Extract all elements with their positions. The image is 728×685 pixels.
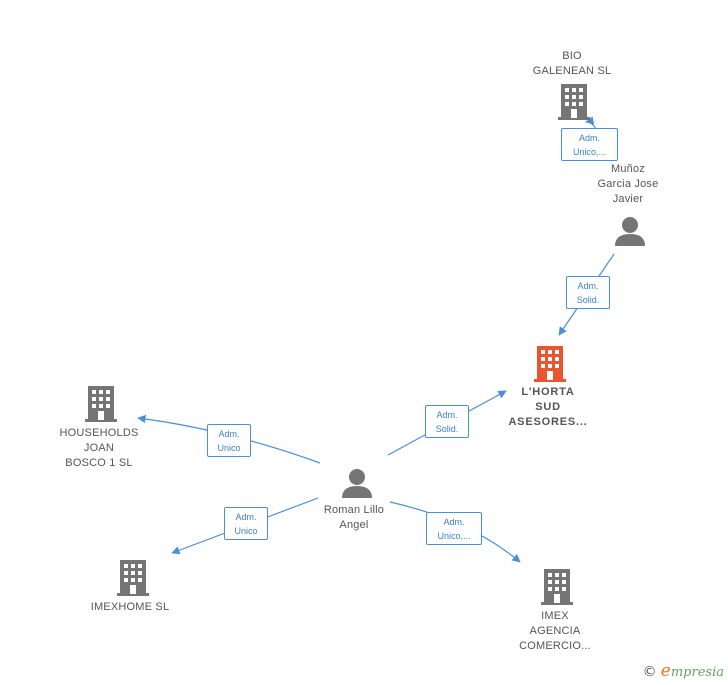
brand-initial: e xyxy=(660,661,671,681)
edge-label-roman-households[interactable]: Adm. Unico xyxy=(207,424,251,457)
edge-label-munoz-bio[interactable]: Adm. Unico,... xyxy=(561,128,618,161)
building-icon[interactable] xyxy=(117,560,149,596)
node-label-roman[interactable]: Roman Lillo Angel xyxy=(323,504,385,531)
brand-name: mpresia xyxy=(670,665,724,680)
edge-label-munoz-lhorta[interactable]: Adm. Solid. xyxy=(566,276,610,309)
edge-label-roman-imex-agencia[interactable]: Adm. Unico,... xyxy=(426,512,482,545)
brand-logo: © empresia xyxy=(643,661,724,681)
edge-label-roman-lhorta[interactable]: Adm. Solid. xyxy=(425,405,469,438)
node-label-households[interactable]: HOUSEHOLDS JOAN BOSCO 1 SL xyxy=(59,427,139,469)
edge-label-roman-imexhome[interactable]: Adm. Unico xyxy=(224,507,268,540)
copyright-icon: © xyxy=(642,664,657,680)
person-icon[interactable] xyxy=(341,468,373,498)
node-label-lhorta[interactable]: L'HORTA SUD ASESORES... xyxy=(508,386,588,428)
person-icon[interactable] xyxy=(614,216,646,246)
node-label-imexhome[interactable]: IMEXHOME SL xyxy=(90,601,170,613)
building-icon[interactable] xyxy=(558,84,590,120)
building-icon[interactable] xyxy=(85,386,117,422)
node-label-bio-galenean[interactable]: BIO GALENEAN SL xyxy=(532,50,612,77)
node-label-munoz[interactable]: Muñoz Garcia Jose Javier xyxy=(597,163,659,205)
building-icon-focus[interactable] xyxy=(534,346,566,382)
building-icon[interactable] xyxy=(541,569,573,605)
node-label-imex-agencia[interactable]: IMEX AGENCIA COMERCIO... xyxy=(519,610,591,652)
